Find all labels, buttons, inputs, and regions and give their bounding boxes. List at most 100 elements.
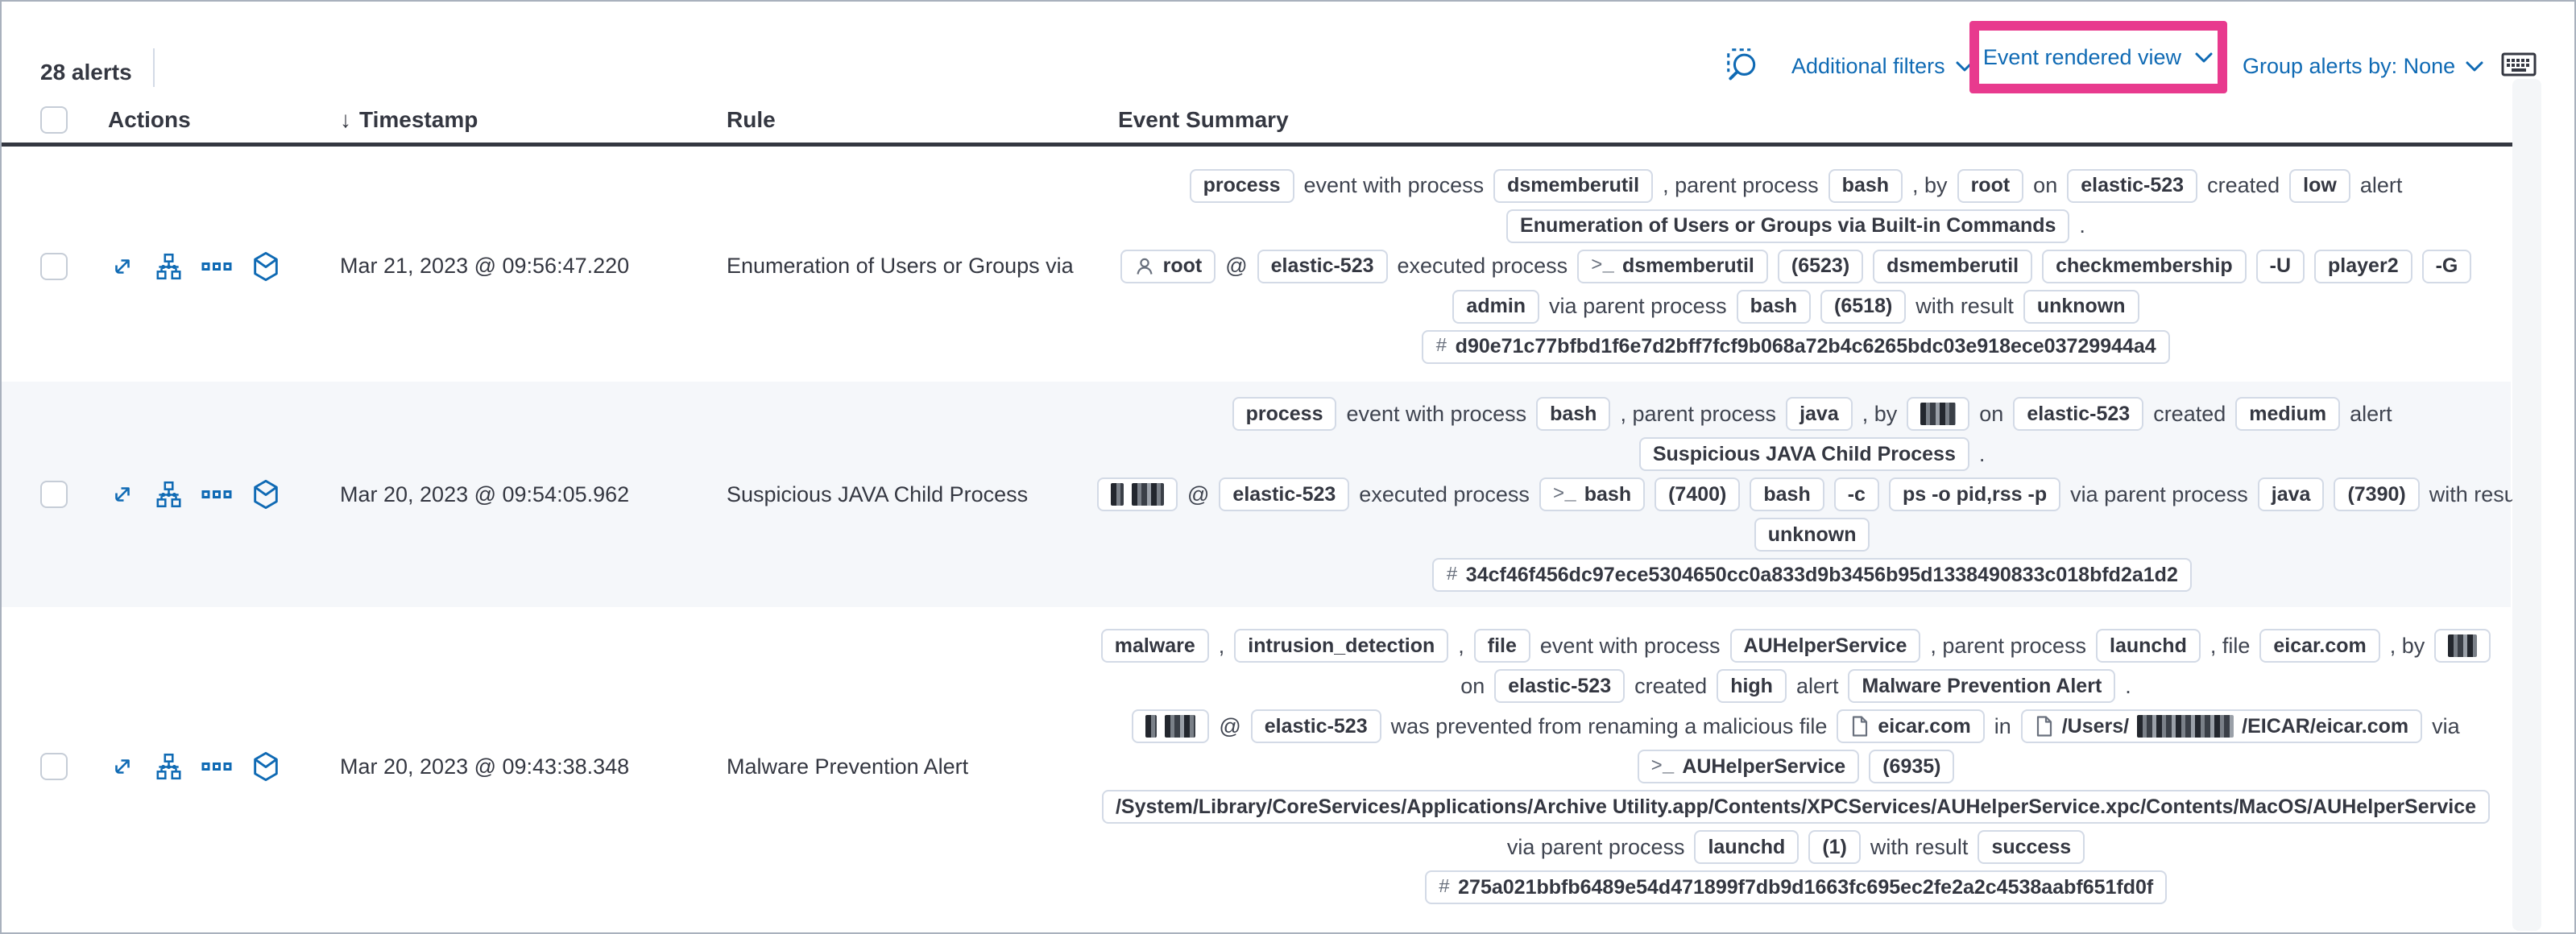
event-summary-badge[interactable]: launchd [2096,629,2201,663]
event-summary-badge[interactable]: (7400) [1655,477,1741,511]
scrollbar-track[interactable] [2512,79,2541,931]
event-summary-badge[interactable]: (7390) [2334,477,2420,511]
analyzer-icon[interactable] [153,251,184,282]
event-summary-badge[interactable]: java [2257,477,2325,511]
more-actions-icon[interactable] [200,252,234,281]
event-summary-badge[interactable]: Malware Prevention Alert [1848,669,2116,703]
expand-icon[interactable] [108,752,137,781]
timeline-icon[interactable] [250,478,282,510]
row-checkbox[interactable] [40,481,68,508]
event-summary-badge[interactable]: process [1189,168,1294,203]
event-summary-text: . [2125,673,2131,698]
column-header-timestamp[interactable]: ↓ Timestamp [340,106,478,132]
event-summary-badge[interactable]: /Users//EICAR/eicar.com [2020,709,2423,743]
event-summary-badge[interactable]: eicar.com [1837,709,1985,743]
event-summary-badge[interactable]: elastic-523 [1494,669,1626,703]
event-summary-badge[interactable]: bash [1750,477,1824,511]
event-summary-badge[interactable]: >_bash [1539,477,1646,511]
event-summary-badge[interactable]: root [1120,249,1216,283]
event-summary-badge[interactable]: >_AUHelperService [1637,750,1860,783]
event-summary-badge[interactable]: java [1786,397,1853,431]
event-summary-badge[interactable]: bash [1736,289,1812,324]
event-summary-badge[interactable]: process [1232,397,1337,431]
event-summary-badge[interactable]: Suspicious JAVA Child Process [1638,437,1969,471]
event-summary-text: event with process [1303,173,1485,197]
event-summary-badge[interactable]: dsmemberutil [1873,249,2033,283]
event-summary-badge[interactable]: (6518) [1820,289,1907,324]
event-summary-badge[interactable]: Enumeration of Users or Groups via Built… [1506,209,2070,243]
more-actions-icon[interactable] [200,752,234,781]
row-checkbox[interactable] [40,252,68,280]
chevron-down-icon [2465,60,2484,72]
rule-cell: Enumeration of Users or Groups via Bui [727,254,1081,278]
event-summary-badge[interactable]: (1) [1808,830,1861,864]
event-summary-badge[interactable]: success [1978,830,2085,864]
event-summary-badge[interactable]: #275a021bbfb6489e54d471899f7db9d1663fc69… [1424,870,2168,904]
more-actions-icon[interactable] [200,480,234,509]
select-all-checkbox[interactable] [40,105,68,134]
analyzer-icon[interactable] [153,751,184,782]
event-summary-badge[interactable] [2434,629,2491,663]
event-summary-badge[interactable]: -U [2255,249,2305,283]
event-summary-text: alert [2350,401,2392,426]
event-summary-badge[interactable]: elastic-523 [2067,168,2198,203]
column-header-rule: Rule [727,106,776,132]
event-summary-badge[interactable]: >_dsmemberutil [1577,249,1768,283]
inspect-button[interactable] [1724,45,1761,82]
analyzer-icon[interactable] [153,479,184,510]
event-summary-badge[interactable]: elastic-523 [2013,397,2144,431]
expand-icon[interactable] [108,480,137,509]
event-summary-badge[interactable]: malware [1100,629,1209,663]
event-summary-badge[interactable]: medium [2235,397,2341,431]
group-alerts-by-button[interactable]: Group alerts by: None [2243,48,2484,84]
event-summary-text: executed process [1397,254,1568,278]
event-summary-badge[interactable]: elastic-523 [1250,709,1381,743]
row-checkbox[interactable] [40,753,68,780]
terminal-icon: >_ [1650,755,1675,778]
alert-count: 28 alerts [40,60,132,85]
event-summary-badge[interactable]: admin [1452,289,1540,324]
event-summary-badge[interactable]: eicar.com [2259,629,2380,663]
event-summary-badge[interactable]: -c [1833,477,1879,511]
expand-icon[interactable] [108,252,137,281]
event-summary-badge[interactable]: player2 [2314,249,2412,283]
event-summary-badge[interactable]: bash [1536,397,1611,431]
event-summary-badge[interactable]: #34cf46f456dc97ece5304650cc0a833d9b3456b… [1432,558,2192,592]
event-summary-badge[interactable] [1907,397,1970,431]
event-summary-badge[interactable]: dsmemberutil [1493,168,1654,203]
event-summary-badge[interactable] [1097,477,1178,511]
event-summary-badge[interactable] [1132,709,1210,743]
event-summary-badge[interactable]: high [1717,669,1787,703]
redacted-text [2448,634,2478,657]
event-summary-text: on [1460,673,1485,698]
event-summary-badge[interactable]: checkmembership [2042,249,2247,283]
event-summary-badge[interactable]: (6523) [1777,249,1864,283]
event-summary-badge[interactable]: file [1473,629,1530,663]
additional-filters-button[interactable]: Additional filters [1791,48,1974,84]
event-summary-badge[interactable]: elastic-523 [1219,477,1350,511]
timeline-icon[interactable] [250,250,282,283]
event-summary-badge[interactable]: elastic-523 [1257,249,1388,283]
timeline-icon[interactable] [250,750,282,783]
event-summary-text: with result [1870,834,1969,859]
event-summary-badge[interactable]: low [2289,168,2350,203]
event-summary-text: , [1218,633,1225,658]
event-summary-badge[interactable]: intrusion_detection [1234,629,1449,663]
event-summary-badge[interactable]: unknown [2023,289,2139,324]
event-rendered-view-button[interactable]: Event rendered view [1983,45,2214,70]
event-summary-text: via parent process [1506,834,1685,859]
event-summary-badge[interactable]: unknown [1754,518,1870,552]
event-summary-badge[interactable]: AUHelperService [1729,629,1921,663]
event-summary-badge[interactable]: root [1957,168,2024,203]
event-summary-badge[interactable]: #d90e71c77bfbd1f6e7d2bff7fcf9b068a72b4c6… [1422,329,2170,364]
keyboard-shortcuts-button[interactable] [2500,50,2537,79]
hash-icon: # [1446,564,1458,586]
event-summary-badge[interactable]: -G [2421,249,2472,283]
event-summary-text: was prevented from renaming a malicious … [1390,713,1828,738]
event-summary-badge[interactable]: ps -o pid,rss -p [1888,477,2061,511]
event-summary-badge[interactable]: bash [1828,168,1903,203]
event-summary-badge[interactable]: launchd [1694,830,1799,864]
event-summary-badge[interactable]: (6935) [1869,750,1955,783]
event-summary-badge[interactable]: /System/Library/CoreServices/Application… [1101,790,2491,824]
